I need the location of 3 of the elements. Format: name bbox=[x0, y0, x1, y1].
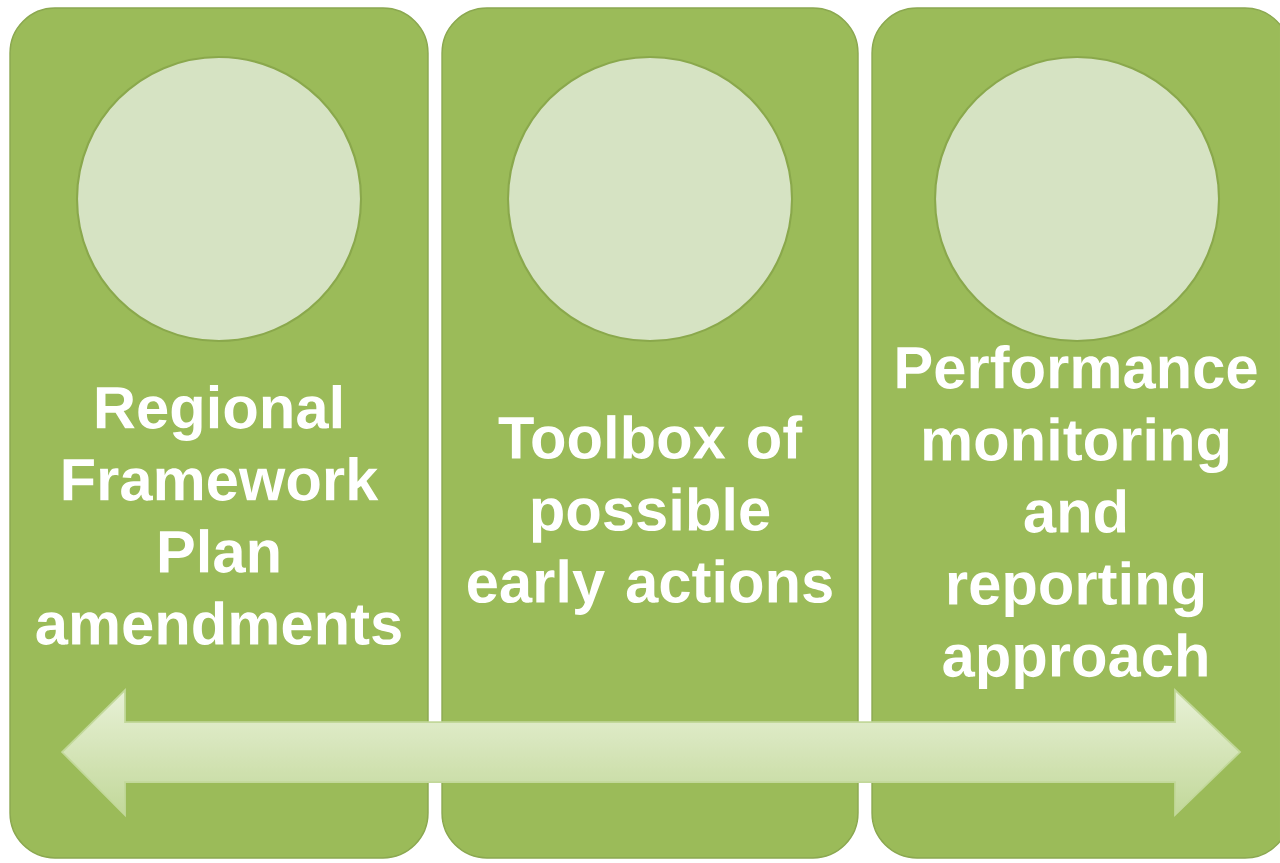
circle bbox=[506, 55, 794, 343]
circle bbox=[933, 55, 1221, 343]
circle bbox=[75, 55, 363, 343]
